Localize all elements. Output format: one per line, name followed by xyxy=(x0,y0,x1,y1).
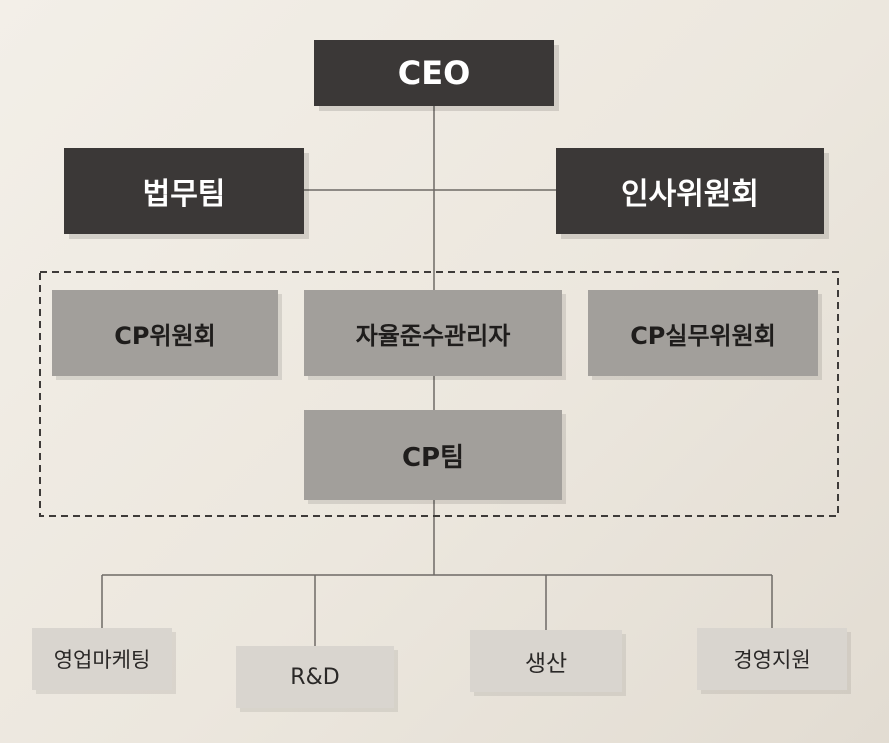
compliance-manager-box: 자율준수관리자 xyxy=(304,290,562,376)
department-rnd: R&D xyxy=(236,646,394,708)
department-production: 생산 xyxy=(470,630,622,692)
cp-group-dashed-border xyxy=(39,271,839,517)
ceo-box: CEO xyxy=(314,40,554,106)
cp-working-committee-box: CP실무위원회 xyxy=(588,290,818,376)
department-sales-marketing: 영업마케팅 xyxy=(32,628,172,690)
cp-committee-box: CP위원회 xyxy=(52,290,278,376)
hr-committee-box: 인사위원회 xyxy=(556,148,824,234)
department-management-support: 경영지원 xyxy=(697,628,847,690)
cp-team-box: CP팀 xyxy=(304,410,562,500)
legal-team-box: 법무팀 xyxy=(64,148,304,234)
